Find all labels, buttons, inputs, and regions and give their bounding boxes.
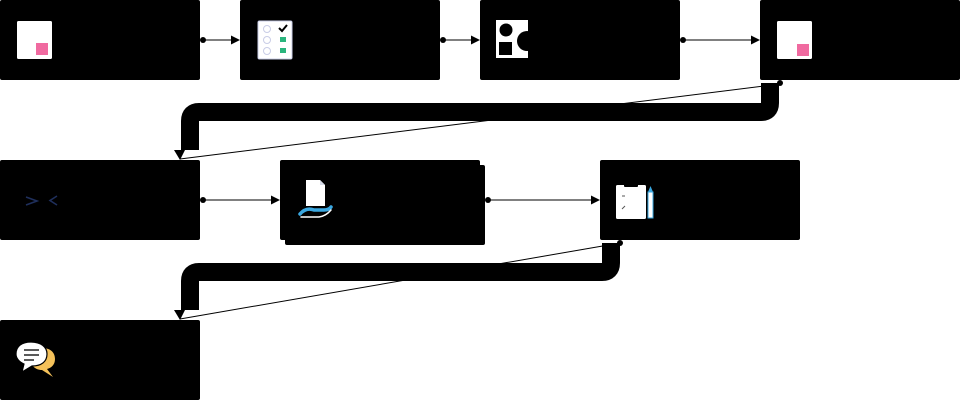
step-node-2[interactable] bbox=[240, 0, 440, 80]
step-node-8[interactable] bbox=[0, 320, 200, 400]
checklist-icon bbox=[257, 20, 293, 60]
step-node-5[interactable] bbox=[0, 160, 200, 240]
clipboard-pencil-icon bbox=[616, 181, 654, 219]
connector-4-5 bbox=[174, 80, 783, 160]
step-node-1[interactable] bbox=[0, 0, 200, 80]
step-node-7[interactable] bbox=[600, 160, 800, 240]
step-node-6[interactable] bbox=[280, 160, 485, 245]
connector-7-8 bbox=[174, 240, 623, 320]
connector-5-6 bbox=[200, 195, 280, 205]
connector-2-3 bbox=[440, 35, 480, 45]
connector-3-4 bbox=[680, 35, 760, 45]
connector-1-2 bbox=[200, 35, 240, 45]
document-pink-tab-icon bbox=[17, 21, 52, 59]
document-pink-tab-icon bbox=[777, 21, 812, 59]
step-node-3[interactable] bbox=[480, 0, 680, 80]
code-brackets-icon bbox=[25, 195, 58, 206]
shapes-icon bbox=[496, 20, 537, 58]
hand-holding-document-icon bbox=[298, 180, 333, 218]
chat-bubbles-icon bbox=[15, 341, 55, 377]
connector-6-7 bbox=[485, 195, 600, 205]
step-node-4[interactable] bbox=[760, 0, 960, 80]
